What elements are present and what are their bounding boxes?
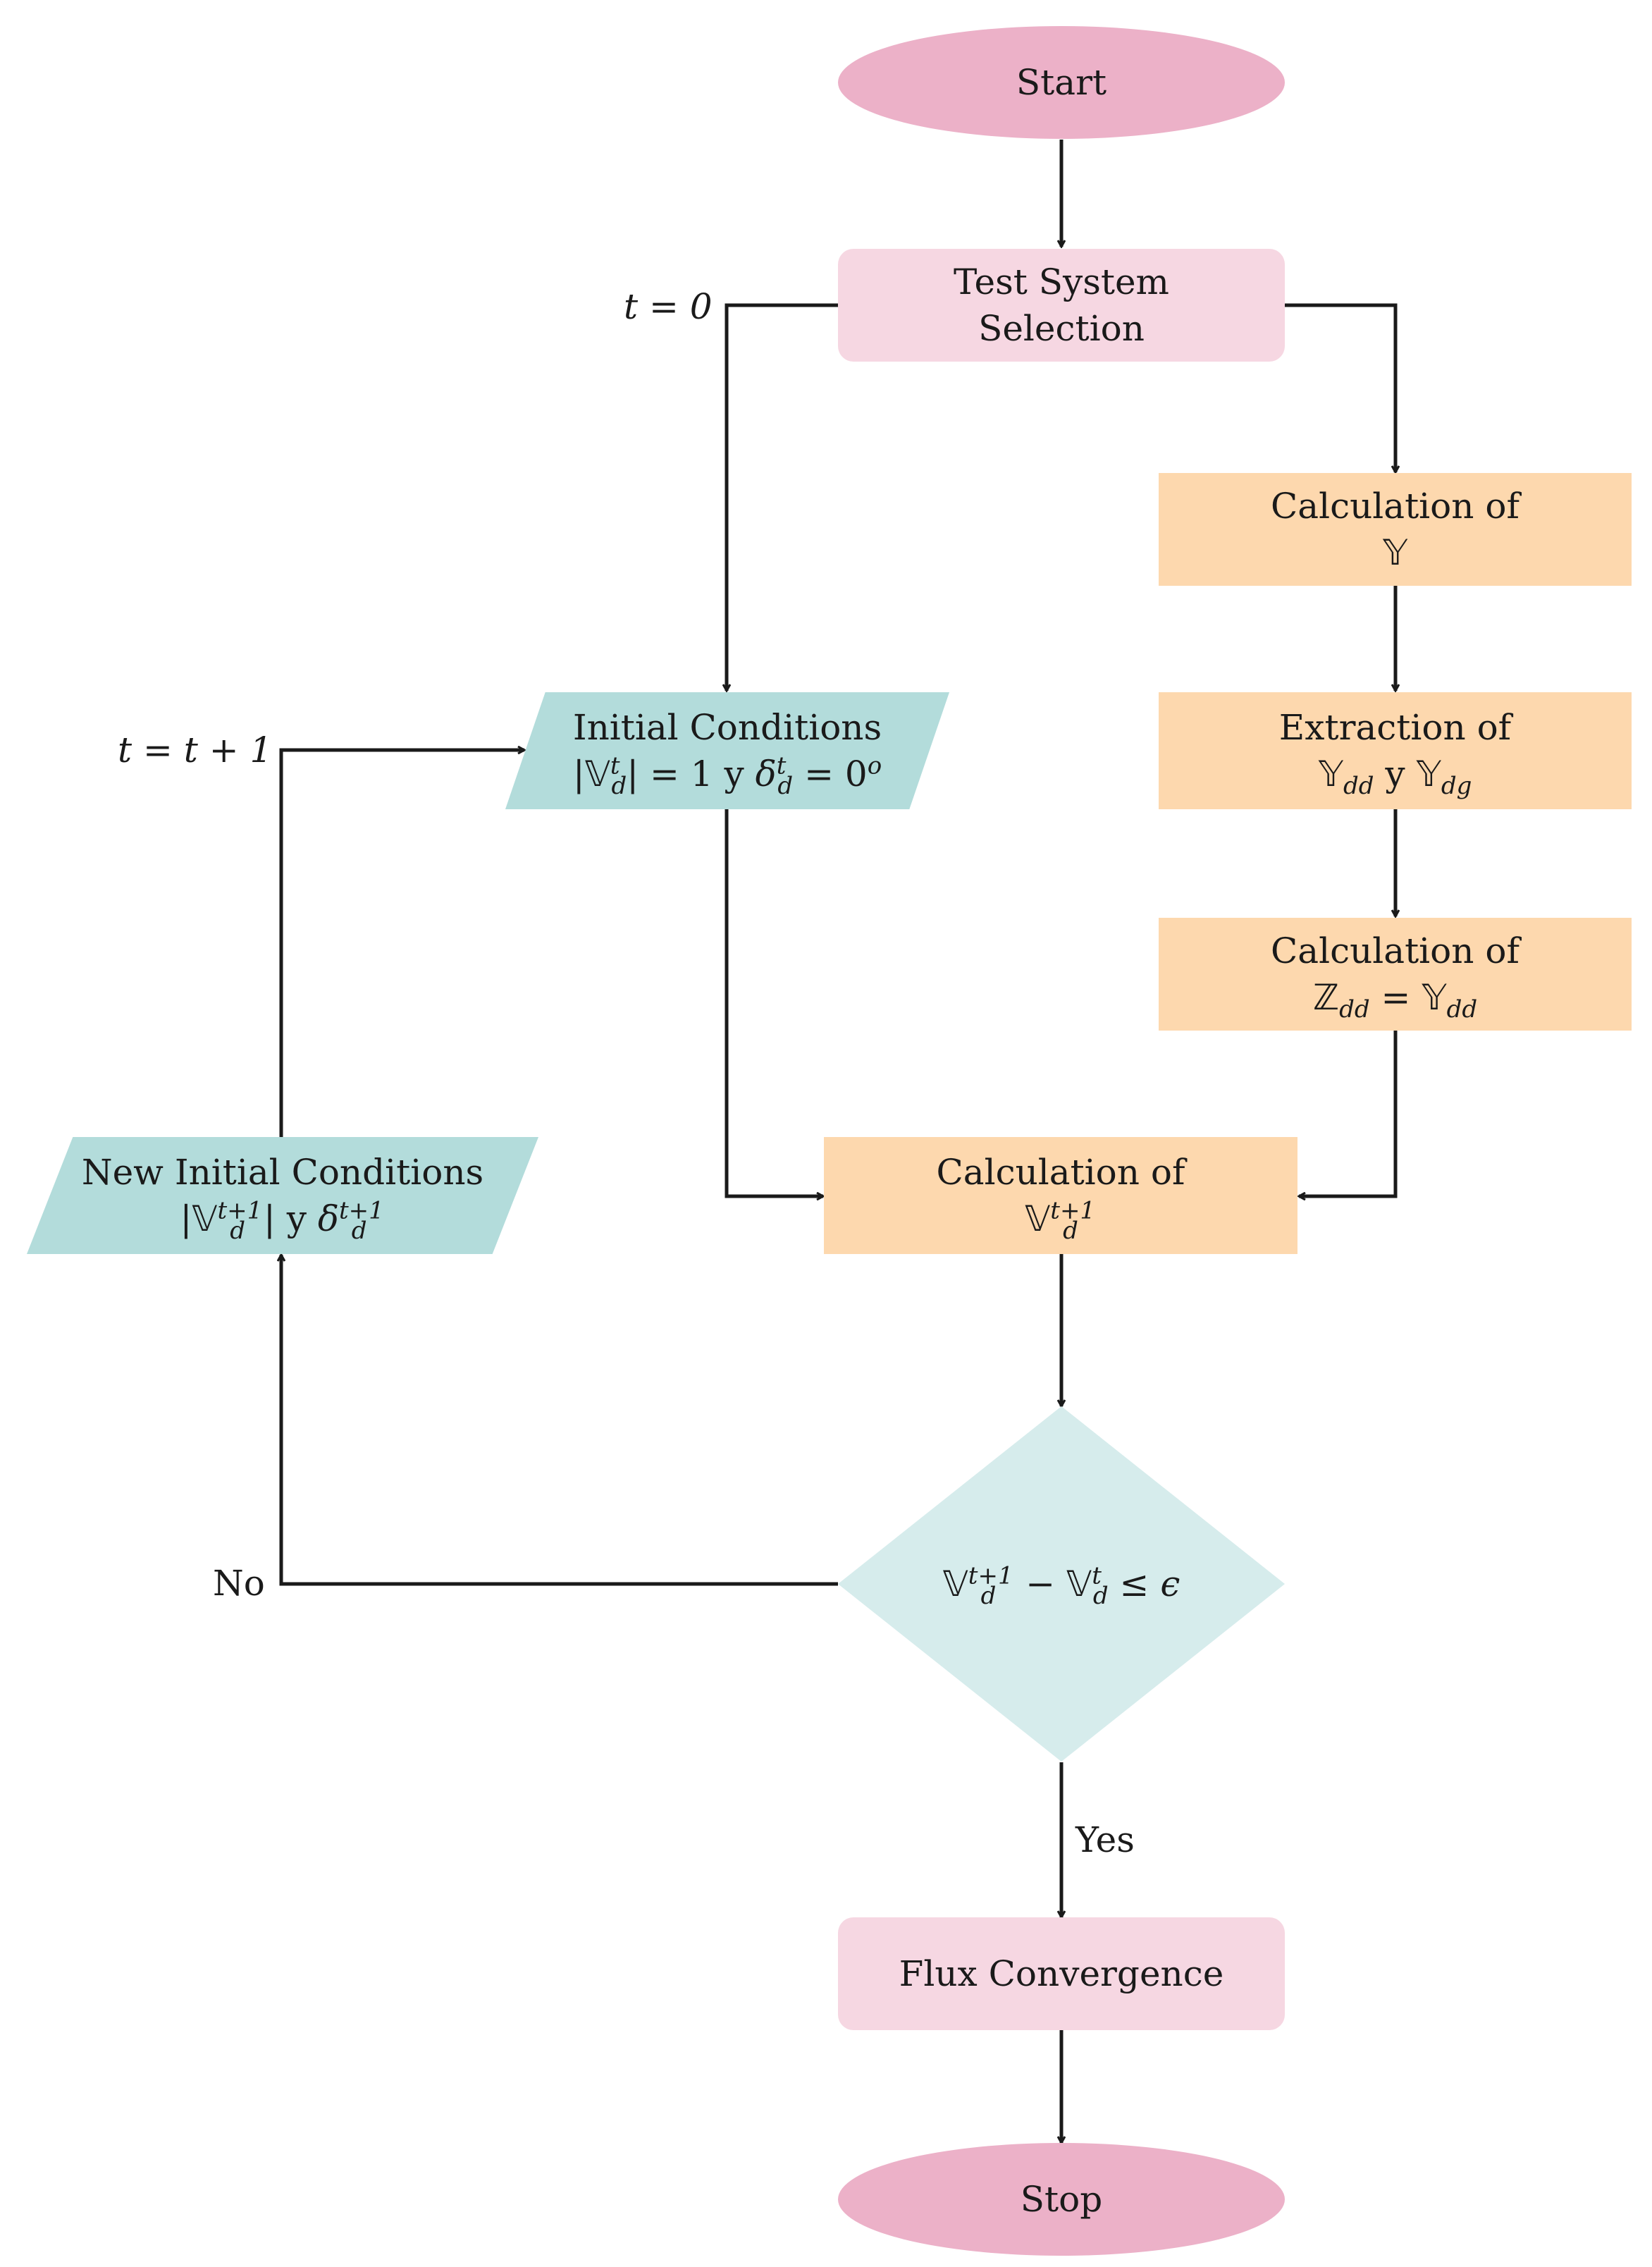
edge-decision-no-to-new-initial xyxy=(281,1255,838,1586)
ic-mid: | = 1 y xyxy=(627,754,756,794)
new-initial-conditions-formula: |𝕍t+1d| y δt+1d xyxy=(180,1196,384,1245)
extraction-conj: y xyxy=(1374,754,1417,794)
nic-v: 𝕍 xyxy=(192,1198,218,1239)
initial-conditions-line1: Initial Conditions xyxy=(572,707,882,748)
new-initial-conditions-line1: New Initial Conditions xyxy=(81,1152,484,1193)
calc-v-line1: Calculation of xyxy=(936,1152,1185,1193)
calc-v-v: 𝕍 xyxy=(1025,1198,1051,1239)
ic-delta-sup: t xyxy=(776,751,787,780)
extraction-y1: 𝕐 xyxy=(1318,754,1343,794)
ic-v: 𝕍 xyxy=(584,754,610,794)
start-node: Start xyxy=(838,26,1285,139)
test-system-line1: Test System xyxy=(954,262,1169,302)
calc-z-formula: ℤdd = 𝕐dd xyxy=(1313,974,1477,1021)
calc-v-sub: d xyxy=(1063,1217,1078,1245)
flux-convergence-node: Flux Convergence xyxy=(838,1917,1285,2030)
stop-node: Stop xyxy=(838,2143,1285,2256)
nic-v-sub: d xyxy=(230,1217,245,1245)
decision-v2-sup: t xyxy=(1092,1561,1102,1590)
calc-z-z: ℤ xyxy=(1312,977,1340,1018)
extraction-y2: 𝕐 xyxy=(1416,754,1441,794)
calc-z-y: 𝕐 xyxy=(1422,977,1447,1018)
calc-z-eq: = xyxy=(1369,977,1422,1018)
flux-convergence-label: Flux Convergence xyxy=(899,1953,1224,1994)
edge-test-system-to-initial-conditions xyxy=(727,303,838,691)
ic-v-sup: t xyxy=(610,751,620,780)
initial-conditions-node: Initial Conditions |𝕍td| = 1 y δtd = 0o xyxy=(505,692,949,809)
decision-v1: 𝕍 xyxy=(942,1563,968,1604)
decision-v2: 𝕍 xyxy=(1066,1563,1092,1604)
edge-new-initial-to-initial-conditions xyxy=(279,750,524,1137)
extraction-y1-sub: dd xyxy=(1343,772,1374,800)
extraction-formula: 𝕐dd y 𝕐dg xyxy=(1318,751,1472,800)
label-t-increment: t = t + 1 xyxy=(118,730,273,770)
initial-conditions-formula: |𝕍td| = 1 y δtd = 0o xyxy=(572,751,882,800)
extraction-y2-sub: dg xyxy=(1441,772,1472,800)
ic-delta-sub: d xyxy=(777,772,794,800)
calc-v-sup: t+1 xyxy=(1050,1196,1096,1225)
extraction-line1: Extraction of xyxy=(1278,707,1512,748)
decision-v1-sup: t+1 xyxy=(968,1561,1013,1590)
calc-v-formula: 𝕍t+1d xyxy=(1025,1196,1097,1245)
label-yes: Yes xyxy=(1075,1819,1135,1860)
calculation-of-z-node: Calculation of ℤdd = 𝕐dd xyxy=(1159,918,1632,1031)
decision-leq: ≤ xyxy=(1108,1563,1161,1604)
nic-mid: | y xyxy=(264,1198,318,1239)
nic-delta-sup: t+1 xyxy=(339,1196,384,1225)
test-system-selection-node: Test System Selection xyxy=(838,249,1285,362)
calc-z-z-sub: dd xyxy=(1339,995,1370,1024)
calc-y-symbol: 𝕐 xyxy=(1382,532,1408,573)
calc-y-line1: Calculation of xyxy=(1271,486,1520,527)
ic-v-sub: d xyxy=(611,772,627,800)
nic-v-sup: t+1 xyxy=(217,1196,263,1225)
ic-delta: δ xyxy=(755,754,777,794)
test-system-line2: Selection xyxy=(978,308,1145,349)
nic-delta: δ xyxy=(317,1198,339,1239)
label-t-equals-zero: t = 0 xyxy=(624,286,713,327)
start-label: Start xyxy=(1016,62,1107,103)
decision-minus: − xyxy=(1014,1563,1067,1604)
calc-z-y-sub: dd xyxy=(1446,995,1478,1024)
ic-tail: = 0 xyxy=(793,754,868,794)
calculation-of-y-node: Calculation of 𝕐 xyxy=(1159,473,1632,586)
decision-v1-sub: d xyxy=(980,1582,997,1610)
edge-test-system-to-calc-y xyxy=(1285,303,1395,472)
decision-eps: ϵ xyxy=(1160,1563,1181,1604)
decision-v2-sub: d xyxy=(1092,1582,1109,1610)
stop-label: Stop xyxy=(1020,2179,1103,2220)
label-no: No xyxy=(213,1563,265,1604)
edge-initial-conditions-to-calc-v xyxy=(725,809,823,1196)
calc-z-line1: Calculation of xyxy=(1271,930,1520,971)
decision-formula: 𝕍t+1d − 𝕍td ≤ ϵ xyxy=(942,1561,1181,1610)
edge-calc-z-to-calc-v xyxy=(1299,1030,1398,1196)
ic-tail-sup: o xyxy=(867,751,882,780)
nic-delta-sub: d xyxy=(351,1217,367,1245)
new-initial-conditions-node: New Initial Conditions |𝕍t+1d| y δt+1d xyxy=(27,1137,538,1254)
extraction-node: Extraction of 𝕐dd y 𝕐dg xyxy=(1159,692,1632,809)
calculation-of-v-node: Calculation of 𝕍t+1d xyxy=(824,1137,1297,1254)
